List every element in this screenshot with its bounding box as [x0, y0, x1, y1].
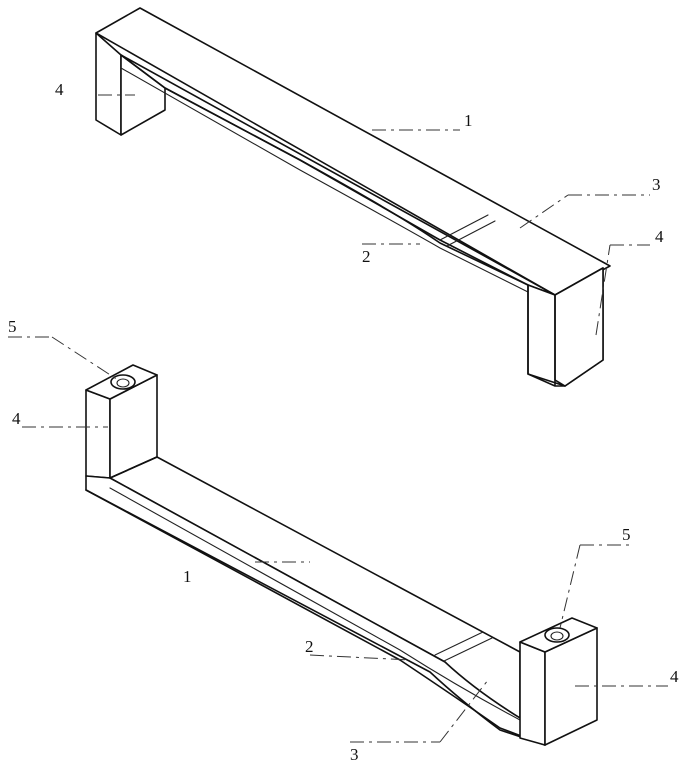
reference-numerals: 1 2 3 4 4 1 2 3 4 4 5 5	[8, 80, 679, 764]
label-bottom-right-hole: 5	[622, 525, 631, 544]
bottom-right-hole-inner	[550, 631, 564, 641]
top-seam-line-b	[446, 220, 496, 247]
bottom-bar-front-edge	[85, 489, 546, 746]
leader-bottom-3b	[439, 679, 489, 743]
top-bar-inner-edge	[120, 67, 529, 293]
label-bottom-middle: 2	[305, 637, 314, 656]
label-bottom-transition: 3	[350, 745, 359, 764]
bottom-bar-front-face	[85, 475, 546, 746]
label-top-right-post: 4	[655, 227, 664, 246]
label-bottom-handle: 1	[183, 567, 192, 586]
bottom-left-post-top	[85, 364, 158, 400]
label-top-handle: 1	[464, 111, 473, 130]
leader-bottom-5-left-b	[51, 336, 119, 381]
label-top-left-post: 4	[55, 80, 64, 99]
leader-bottom-2	[309, 654, 411, 661]
bottom-left-post-front	[85, 389, 111, 479]
bottom-right-post-front	[519, 641, 546, 746]
top-seam-line-a	[439, 214, 489, 241]
bottom-right-hole-icon	[544, 627, 570, 643]
top-bar-front-face	[120, 54, 556, 296]
top-bar-lower-edge	[120, 54, 529, 286]
top-left-post-front	[95, 32, 122, 136]
label-bottom-right-post: 4	[670, 667, 679, 686]
label-top-middle: 2	[362, 247, 371, 266]
label-bottom-left-hole: 5	[8, 317, 17, 336]
bottom-bar-mid-edge	[109, 487, 521, 721]
label-top-transition: 3	[652, 175, 661, 194]
bottom-seam-line-b	[443, 637, 493, 662]
bottom-left-hole-icon	[110, 374, 136, 390]
bottom-right-post-top	[519, 617, 598, 653]
top-right-post-outline	[527, 284, 566, 387]
leader-top-3	[519, 194, 569, 229]
bottom-bar-inner-edge	[109, 456, 158, 479]
bottom-left-hole-inner	[116, 378, 130, 388]
leader-top-right-4	[595, 244, 611, 336]
bottom-handle	[85, 364, 598, 746]
leader-lines	[8, 94, 668, 743]
leader-bottom-5-right-b	[559, 544, 581, 629]
bottom-seam-line-a	[434, 631, 484, 656]
top-bar-upper-face	[95, 7, 611, 296]
top-handle	[95, 7, 611, 387]
label-bottom-left-post: 4	[12, 409, 21, 428]
